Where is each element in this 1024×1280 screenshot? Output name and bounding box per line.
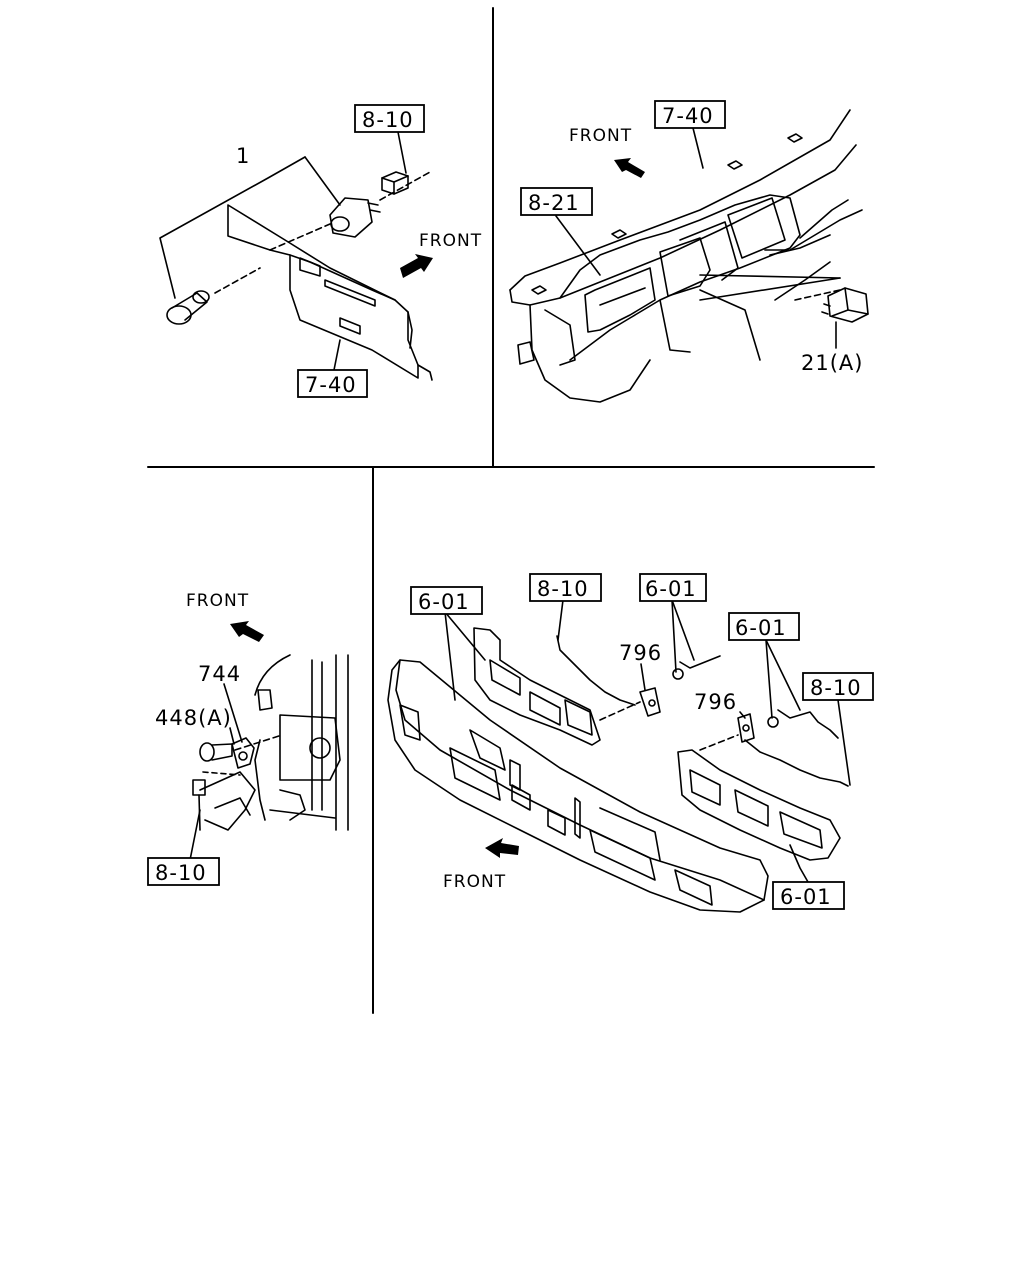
sensor-744-part [231, 737, 255, 769]
ref-boxes [147, 100, 874, 910]
ref-label-8-10: 8-10 [537, 577, 589, 601]
left-bracket-part [473, 627, 601, 746]
sensor-796b-part [737, 713, 755, 743]
ref-label-6-01: 6-01 [735, 616, 787, 640]
ref-label-8-21: 8-21 [528, 191, 580, 215]
ref-label-6-01: 6-01 [780, 885, 832, 909]
bolt-part [166, 290, 210, 325]
ref-label-6-01: 6-01 [418, 590, 470, 614]
top-right-view [509, 109, 869, 403]
part-number-21a: 21(A) [801, 351, 863, 375]
ref-label-6-01: 6-01 [645, 577, 697, 601]
ref-label-7-40: 7-40 [305, 373, 357, 397]
switch-21a-part [821, 287, 869, 323]
part-number-796: 796 [694, 690, 737, 714]
front-arrows [230, 158, 645, 858]
connector-part [381, 171, 409, 195]
part-number-796: 796 [619, 641, 662, 665]
front-label: FRONT [419, 231, 482, 251]
labels: 1 8-10 FRONT 7-40 FRONT 7-40 8-21 21(A) … [155, 104, 863, 909]
front-label: FRONT [186, 591, 249, 611]
bolt-448a-part [199, 742, 233, 762]
part-number-744: 744 [198, 662, 241, 686]
switch-part [329, 197, 381, 238]
front-arrow-icon-top-right [614, 158, 645, 178]
bottom-right-view [387, 599, 851, 913]
ref-label-8-10: 8-10 [362, 108, 414, 132]
bottom-left-view [189, 654, 349, 861]
front-label: FRONT [569, 126, 632, 146]
front-arrow-icon-bottom-right [485, 838, 519, 858]
ref-label-7-40: 7-40 [662, 104, 714, 128]
panel-dividers [147, 7, 875, 1014]
dash-panel-part [227, 204, 433, 381]
part-number-448a: 448(A) [155, 706, 232, 730]
front-arrow-icon-bottom-left [230, 621, 264, 642]
part-number-1: 1 [236, 144, 250, 168]
top-left-view [159, 131, 433, 381]
ref-label-8-10: 8-10 [155, 861, 207, 885]
front-arrow-icon-top-left [400, 254, 433, 278]
ref-label-8-10: 8-10 [810, 676, 862, 700]
sensor-796a-part [639, 687, 661, 717]
bumper-part [387, 659, 769, 913]
right-bracket-part [677, 749, 841, 861]
front-label: FRONT [443, 872, 506, 892]
